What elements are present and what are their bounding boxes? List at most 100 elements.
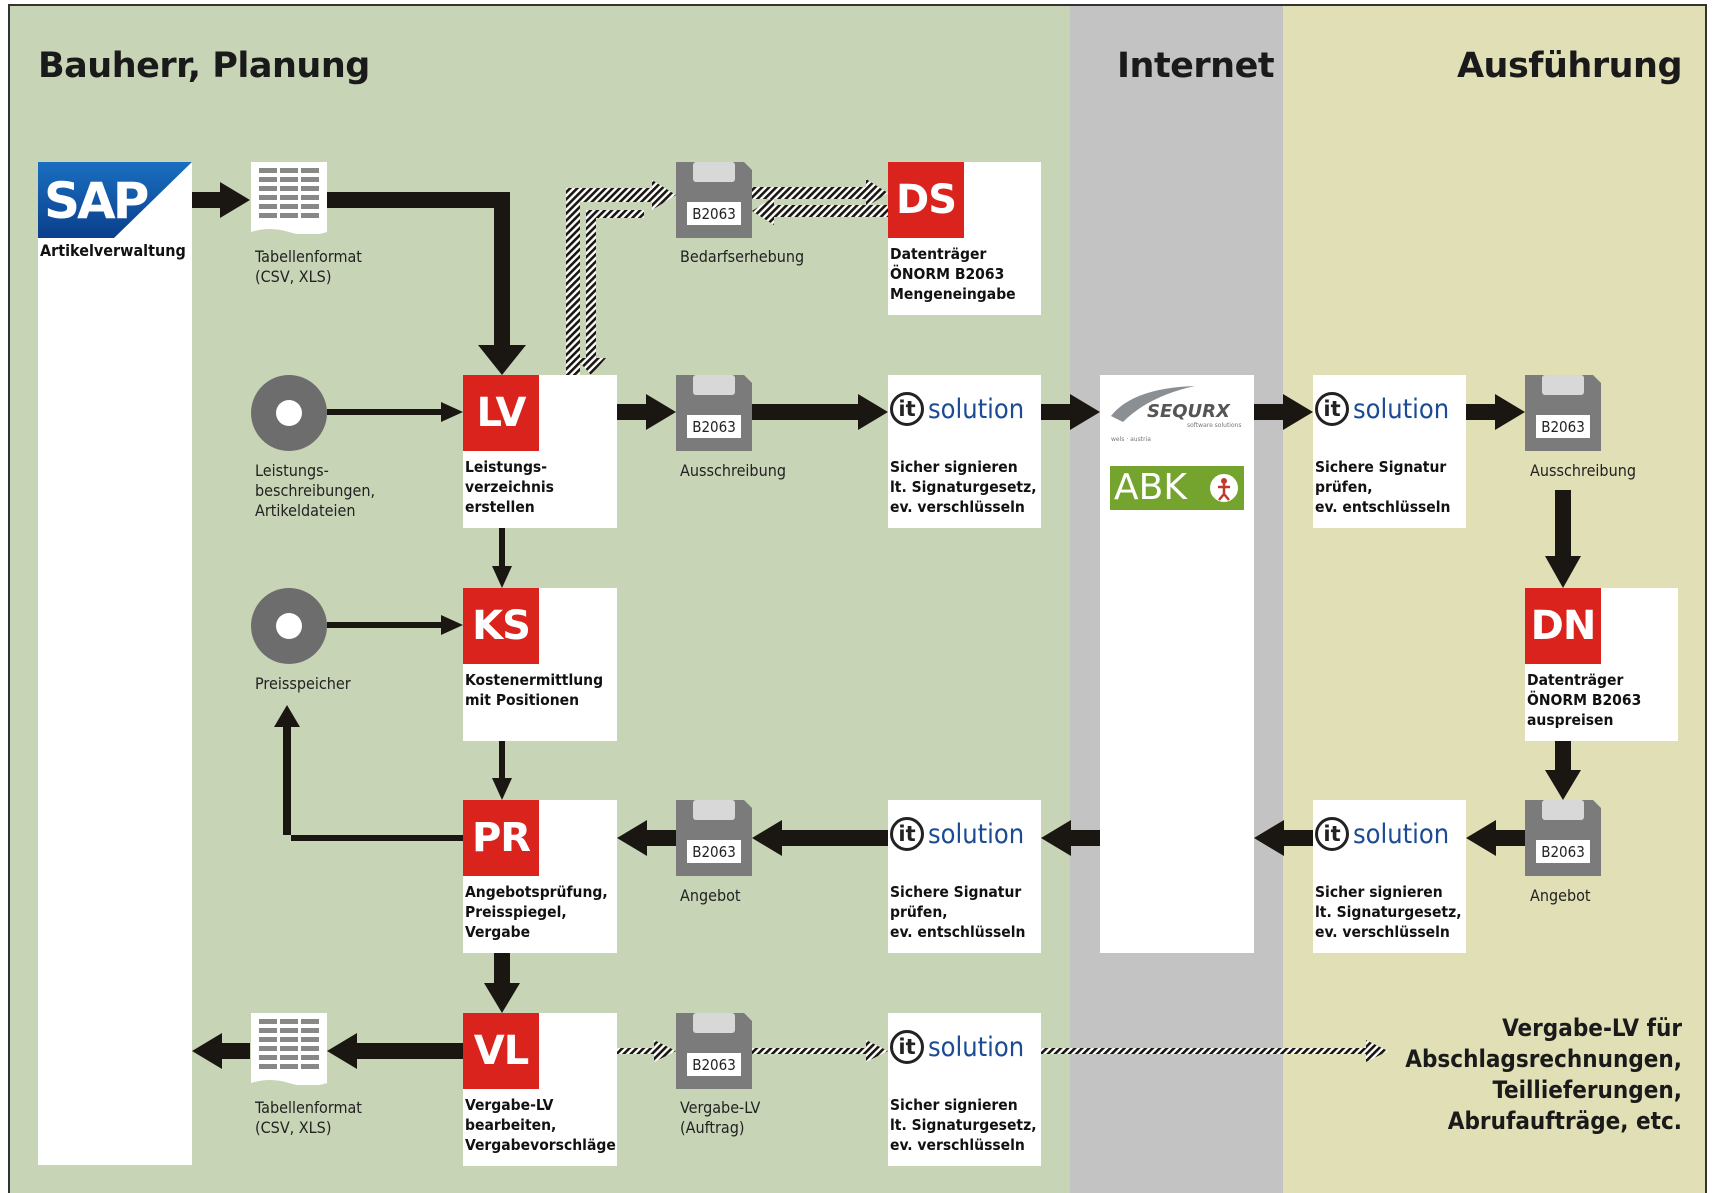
arrow-it-to-floppy-left bbox=[752, 820, 888, 856]
svg-text:SAP: SAP bbox=[44, 172, 148, 230]
arrow-floppy-to-it bbox=[752, 394, 888, 430]
table-caption-top: Tabellenformat(CSV, XLS) bbox=[255, 247, 362, 286]
arrow-it-to-internet-left bbox=[1254, 820, 1313, 856]
sap-label: Artikelverwaltung bbox=[40, 241, 186, 260]
floppy-label: B2063 bbox=[687, 840, 741, 863]
pr-badge: PR bbox=[463, 800, 539, 876]
arrow-hatched-bedarf-to-lv bbox=[576, 210, 644, 375]
arrow-it-to-internet bbox=[1041, 394, 1100, 430]
floppy-caption-aus2: Ausschreibung bbox=[1530, 461, 1636, 480]
table-caption-bottom: Tabellenformat(CSV, XLS) bbox=[255, 1098, 362, 1137]
floppy-label: B2063 bbox=[687, 415, 741, 438]
abk-logo: ABK bbox=[1110, 466, 1244, 510]
arrow-disc-to-ks bbox=[327, 615, 463, 635]
floppy-label: B2063 bbox=[687, 202, 741, 225]
spreadsheet-icon bbox=[251, 162, 327, 238]
disc-icon bbox=[251, 375, 327, 451]
ds-badge: DS bbox=[888, 162, 964, 238]
floppy-caption-ang1: Angebot bbox=[680, 886, 741, 905]
sap-logo: SAP bbox=[38, 162, 192, 238]
ks-badge: KS bbox=[463, 588, 539, 664]
arrow-disc-to-lv bbox=[327, 402, 463, 422]
floppy-disk-icon: B2063 bbox=[1525, 800, 1601, 876]
abk-figure-icon bbox=[1208, 472, 1240, 504]
arrow-hatched-floppy-to-ds bbox=[752, 179, 888, 207]
arrow-hatched-vl-to-floppy bbox=[617, 1040, 676, 1062]
arrow-lv-to-ks bbox=[492, 528, 512, 588]
arrow-floppy-to-dn bbox=[1545, 490, 1581, 588]
floppy-disk-icon: B2063 bbox=[676, 162, 752, 238]
arrow-ks-to-pr bbox=[492, 741, 512, 800]
dn-badge: DN bbox=[1525, 588, 1601, 664]
floppy-caption-bedarf: Bedarfserhebung bbox=[680, 247, 805, 266]
disc-icon bbox=[251, 588, 327, 664]
pr-text: Angebotsprüfung,Preisspiegel,Vergabe bbox=[465, 883, 608, 941]
sequrx-logo: SEQURX software solutions wels · austria bbox=[1111, 386, 1242, 443]
arrow-it-to-floppy bbox=[1466, 394, 1525, 430]
disc-caption-descriptions: Leistungs-beschreibungen,Artikeldateien bbox=[255, 461, 376, 520]
arrow-table-to-lv bbox=[327, 192, 526, 375]
spreadsheet-icon bbox=[251, 1013, 327, 1089]
arrow-hatched-ds-to-floppy bbox=[752, 197, 888, 225]
lv-badge: LV bbox=[463, 375, 539, 451]
arrow-hatched-it-to-final bbox=[1041, 1040, 1388, 1062]
arrow-pr-to-vl bbox=[484, 953, 520, 1013]
arrow-floppy-to-pr bbox=[617, 820, 676, 856]
arrow-lv-to-floppy bbox=[617, 394, 676, 430]
pr-box: PR Angebotsprüfung,Preisspiegel,Vergabe bbox=[463, 800, 617, 953]
arrow-table-to-sap bbox=[192, 1033, 250, 1069]
arrow-internet-to-it bbox=[1254, 394, 1313, 430]
frame-border bbox=[8, 4, 1707, 1193]
arrow-vl-to-table bbox=[327, 1033, 463, 1069]
sap-panel: SAP Artikelverwaltung bbox=[38, 162, 192, 1165]
vl-badge: VL bbox=[463, 1013, 539, 1089]
execution-title: Ausführung bbox=[1456, 46, 1683, 86]
svg-text:wels · austria: wels · austria bbox=[1111, 436, 1151, 443]
svg-text:SEQURX: SEQURX bbox=[1147, 401, 1231, 422]
arrow-internet-to-it-left bbox=[1041, 820, 1100, 856]
floppy-label: B2063 bbox=[687, 1053, 741, 1076]
arrow-hatched-floppy-to-it bbox=[752, 1040, 888, 1062]
planning-title: Bauherr, Planung bbox=[38, 46, 370, 86]
arrow-pr-to-pricestore bbox=[274, 705, 463, 841]
floppy-disk-icon: B2063 bbox=[676, 375, 752, 451]
arrow-floppy-to-it-left bbox=[1466, 820, 1525, 856]
arrow-dn-to-floppy bbox=[1545, 741, 1581, 800]
floppy-caption-ang2: Angebot bbox=[1530, 886, 1591, 905]
floppy-label: B2063 bbox=[1536, 415, 1590, 438]
floppy-label: B2063 bbox=[1536, 840, 1590, 863]
floppy-caption-aus1: Ausschreibung bbox=[680, 461, 786, 480]
disc-caption-price-store: Preisspeicher bbox=[255, 674, 351, 693]
arrow-sap-to-table bbox=[192, 182, 250, 218]
svg-text:software solutions: software solutions bbox=[1187, 422, 1242, 429]
floppy-caption-auftrag: Vergabe-LV(Auftrag) bbox=[680, 1098, 761, 1137]
